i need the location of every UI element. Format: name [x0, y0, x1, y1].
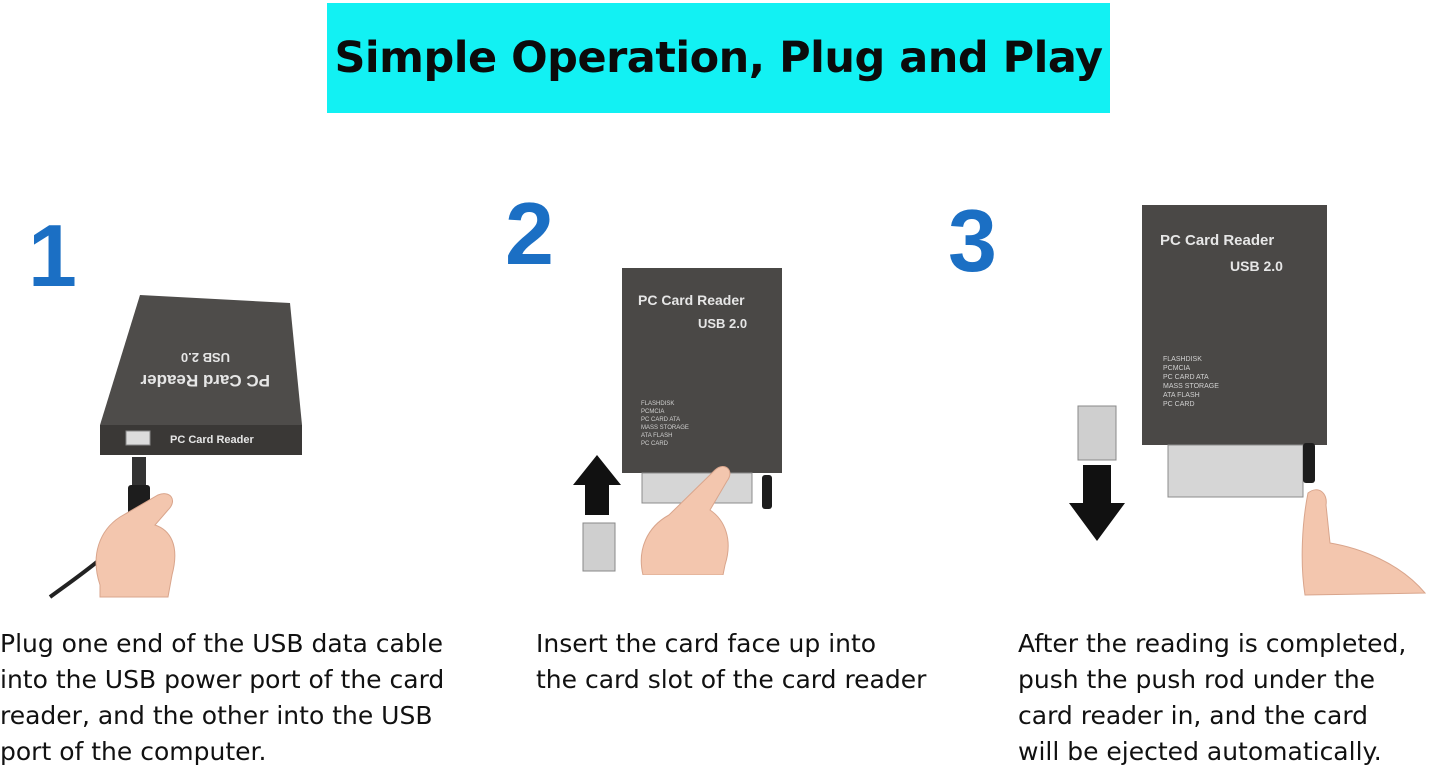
step-3-format-list: FLASHDISK PCMCIA PC CARD ATA MASS STORAG…: [1163, 356, 1219, 408]
step-1-caption-line: Plug one end of the USB data cable: [0, 629, 443, 658]
step-3-card-icon: [1077, 405, 1117, 461]
svg-text:PC CARD ATA: PC CARD ATA: [1163, 374, 1209, 381]
step-1-caption-line: reader, and the other into the USB: [0, 701, 433, 730]
step-3-device-title: PC Card Reader: [1160, 232, 1274, 249]
step-2-number: 2: [505, 184, 554, 283]
step-2-caption: Insert the card face up into the card sl…: [536, 626, 976, 698]
step-1-illustration: PC Card Reader PC Card Reader USB 2.0: [48, 295, 302, 599]
svg-text:ATA FLASH: ATA FLASH: [641, 433, 672, 439]
step-3-illustration: PC Card Reader USB 2.0 FLASHDISK PCMCIA …: [1069, 205, 1427, 596]
step-1-hand-icon: [95, 493, 176, 598]
svg-text:PCMCIA: PCMCIA: [1163, 365, 1191, 372]
svg-text:MASS STORAGE: MASS STORAGE: [1163, 383, 1219, 390]
step-1-caption: Plug one end of the USB data cable into …: [0, 626, 500, 770]
step-1-number: 1: [28, 206, 77, 305]
step-2-device-title: PC Card Reader: [638, 292, 745, 308]
step-2-arrow-up-icon: [573, 455, 621, 515]
step-3-arrow-down-icon: [1069, 465, 1125, 541]
svg-text:PC CARD: PC CARD: [1163, 401, 1195, 408]
step-1-caption-line: port of the computer.: [0, 737, 267, 766]
svg-text:ATA FLASH: ATA FLASH: [1163, 392, 1200, 399]
step-2-illustration: PC Card Reader USB 2.0 FLASHDISK PCMCIA …: [573, 268, 782, 575]
svg-text:MASS STORAGE: MASS STORAGE: [641, 425, 689, 431]
step-1-device-front-label: PC Card Reader: [170, 434, 254, 446]
svg-text:PC CARD ATA: PC CARD ATA: [641, 417, 680, 423]
step-2-card-icon: [582, 522, 616, 572]
svg-text:FLASHDISK: FLASHDISK: [1163, 356, 1202, 363]
svg-text:FLASHDISK: FLASHDISK: [641, 401, 674, 407]
step-2-caption-line: Insert the card face up into: [536, 629, 877, 658]
step-3-caption: After the reading is completed, push the…: [1018, 626, 1445, 770]
step-2-format-list: FLASHDISK PCMCIA PC CARD ATA MASS STORAG…: [641, 401, 689, 447]
step-3-number: 3: [948, 191, 997, 290]
step-3-hand-icon: [1301, 489, 1427, 596]
page-title: Simple Operation, Plug and Play: [334, 33, 1103, 83]
step-3-device-subtitle: USB 2.0: [1230, 258, 1283, 274]
step-3-caption-line: will be ejected automatically.: [1018, 737, 1382, 766]
step-1-caption-line: into the USB power port of the card: [0, 665, 445, 694]
step-2-device-subtitle: USB 2.0: [698, 316, 747, 331]
step-2-hand-icon: [640, 466, 731, 575]
step-2-caption-line: the card slot of the card reader: [536, 665, 927, 694]
step-3-caption-line: push the push rod under the: [1018, 665, 1376, 694]
svg-text:PC CARD: PC CARD: [641, 441, 669, 447]
step-3-caption-line: After the reading is completed,: [1018, 629, 1407, 658]
svg-text:PCMCIA: PCMCIA: [641, 409, 664, 415]
step-3-caption-line: card reader in, and the card: [1018, 701, 1369, 730]
title-banner: Simple Operation, Plug and Play: [327, 3, 1110, 113]
step-1-device-title: PC Card Reader: [140, 371, 270, 390]
step-1-device-subtitle: USB 2.0: [181, 350, 230, 365]
